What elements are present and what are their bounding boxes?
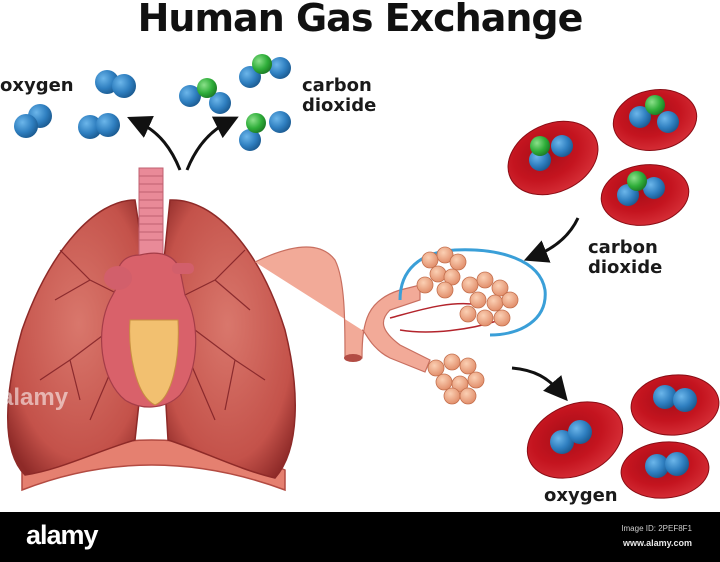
watermark: alamy (0, 384, 69, 411)
trachea (138, 167, 164, 259)
co2-molecules-exhaled (179, 54, 291, 151)
label-oxygen-blood: oxygen (544, 485, 618, 506)
footer-brand-logo: alamy (26, 520, 99, 550)
oxygen-molecules-exhaled (14, 70, 136, 139)
footer-image-id: Image ID: 2PEF8F1 (621, 524, 692, 533)
label-oxygen-exhaled: oxygen (0, 75, 74, 96)
footer-bar: alamy Image ID: 2PEF8F1 www.alamy.com (0, 512, 720, 562)
diagram-title: Human Gas Exchange (137, 0, 584, 40)
rbc-with-co2 (507, 89, 698, 226)
alveoli-clusters (416, 246, 519, 405)
bronchiole (254, 246, 431, 373)
label-co2-exhaled-line1: carbon (302, 75, 372, 96)
arrow-co2-out-icon (185, 116, 239, 171)
arrow-oxygen-out-icon (127, 116, 182, 171)
label-co2-blood-line1: carbon (588, 237, 658, 258)
heart (100, 252, 197, 408)
arrow-oxygen-in-icon (511, 366, 568, 402)
capillary-blue (398, 248, 547, 337)
footer-url: www.alamy.com (622, 538, 692, 548)
arrow-co2-in-icon (523, 217, 580, 263)
gas-exchange-illustration (7, 54, 720, 499)
label-co2-blood-line2: dioxide (588, 257, 663, 278)
label-co2-exhaled-line2: dioxide (302, 95, 377, 116)
rbc-with-oxygen (526, 374, 720, 499)
